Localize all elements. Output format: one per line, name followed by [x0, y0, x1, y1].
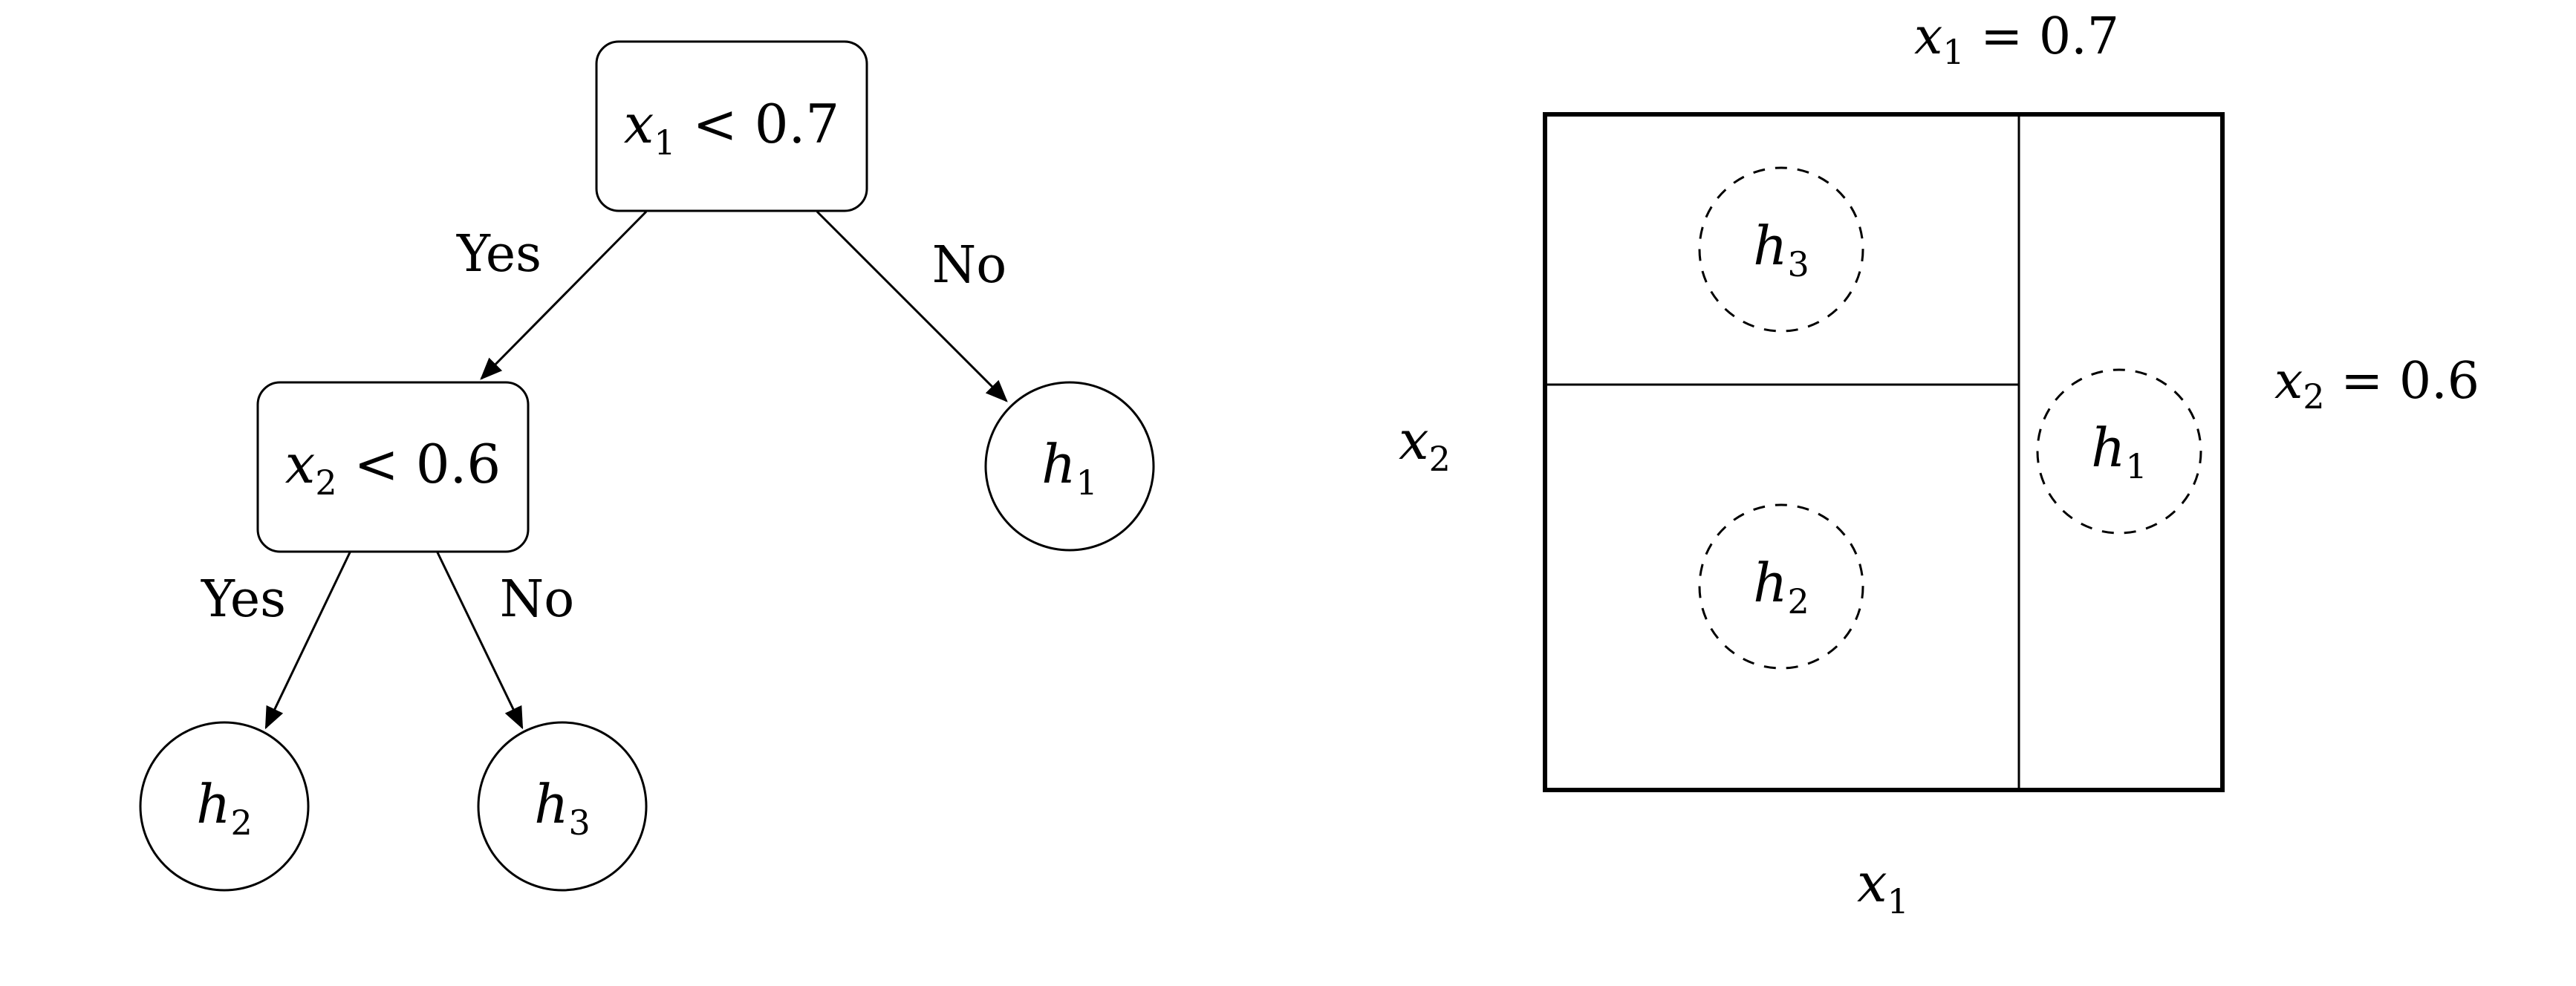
edge-label-root-no: No — [932, 236, 1006, 295]
edge-label-root-yes: Yes — [456, 225, 541, 284]
decision-tree: x1 < 0.7 x2 < 0.6 h1 h2 h3 Yes No Yes No — [139, 40, 1155, 892]
leaf-h3: h3 — [477, 721, 648, 892]
feature-space-partition: h3 h2 h1 x1 = 0.7 x2 = 0.6 x1 x2 — [1399, 7, 2479, 921]
leaf-h3-label: h3 — [534, 773, 591, 843]
edge-inner-no — [435, 550, 524, 730]
leaf-h2-label: h2 — [196, 773, 253, 843]
leaf-h1-label: h1 — [1041, 433, 1098, 503]
root-node: x1 < 0.7 — [595, 40, 868, 212]
partition-box — [1543, 112, 2225, 792]
region-bottom-left-label: h2 — [1753, 552, 1809, 621]
region-top-left-label: h3 — [1753, 215, 1809, 284]
split-label-x1: x1 = 0.7 — [1914, 7, 2119, 72]
edge-inner-yes — [264, 550, 352, 730]
region-top-left: h3 — [1698, 166, 1864, 333]
inner-node: x2 < 0.6 — [256, 381, 530, 553]
region-right-label: h1 — [2091, 417, 2147, 486]
edge-root-yes — [480, 210, 648, 380]
edge-label-inner-no: No — [500, 570, 574, 629]
edge-root-no — [816, 210, 1008, 402]
split-label-x2: x2 = 0.6 — [2274, 352, 2479, 417]
inner-node-label: x2 < 0.6 — [285, 433, 501, 503]
leaf-h1: h1 — [984, 381, 1155, 552]
region-bottom-left: h2 — [1698, 503, 1864, 670]
region-right: h1 — [2036, 368, 2202, 535]
axis-label-x1: x1 — [1857, 852, 1909, 921]
leaf-h2: h2 — [139, 721, 310, 892]
axis-label-x2: x2 — [1399, 409, 1451, 479]
root-node-label: x1 < 0.7 — [624, 93, 840, 163]
edge-label-inner-yes: Yes — [201, 570, 286, 629]
